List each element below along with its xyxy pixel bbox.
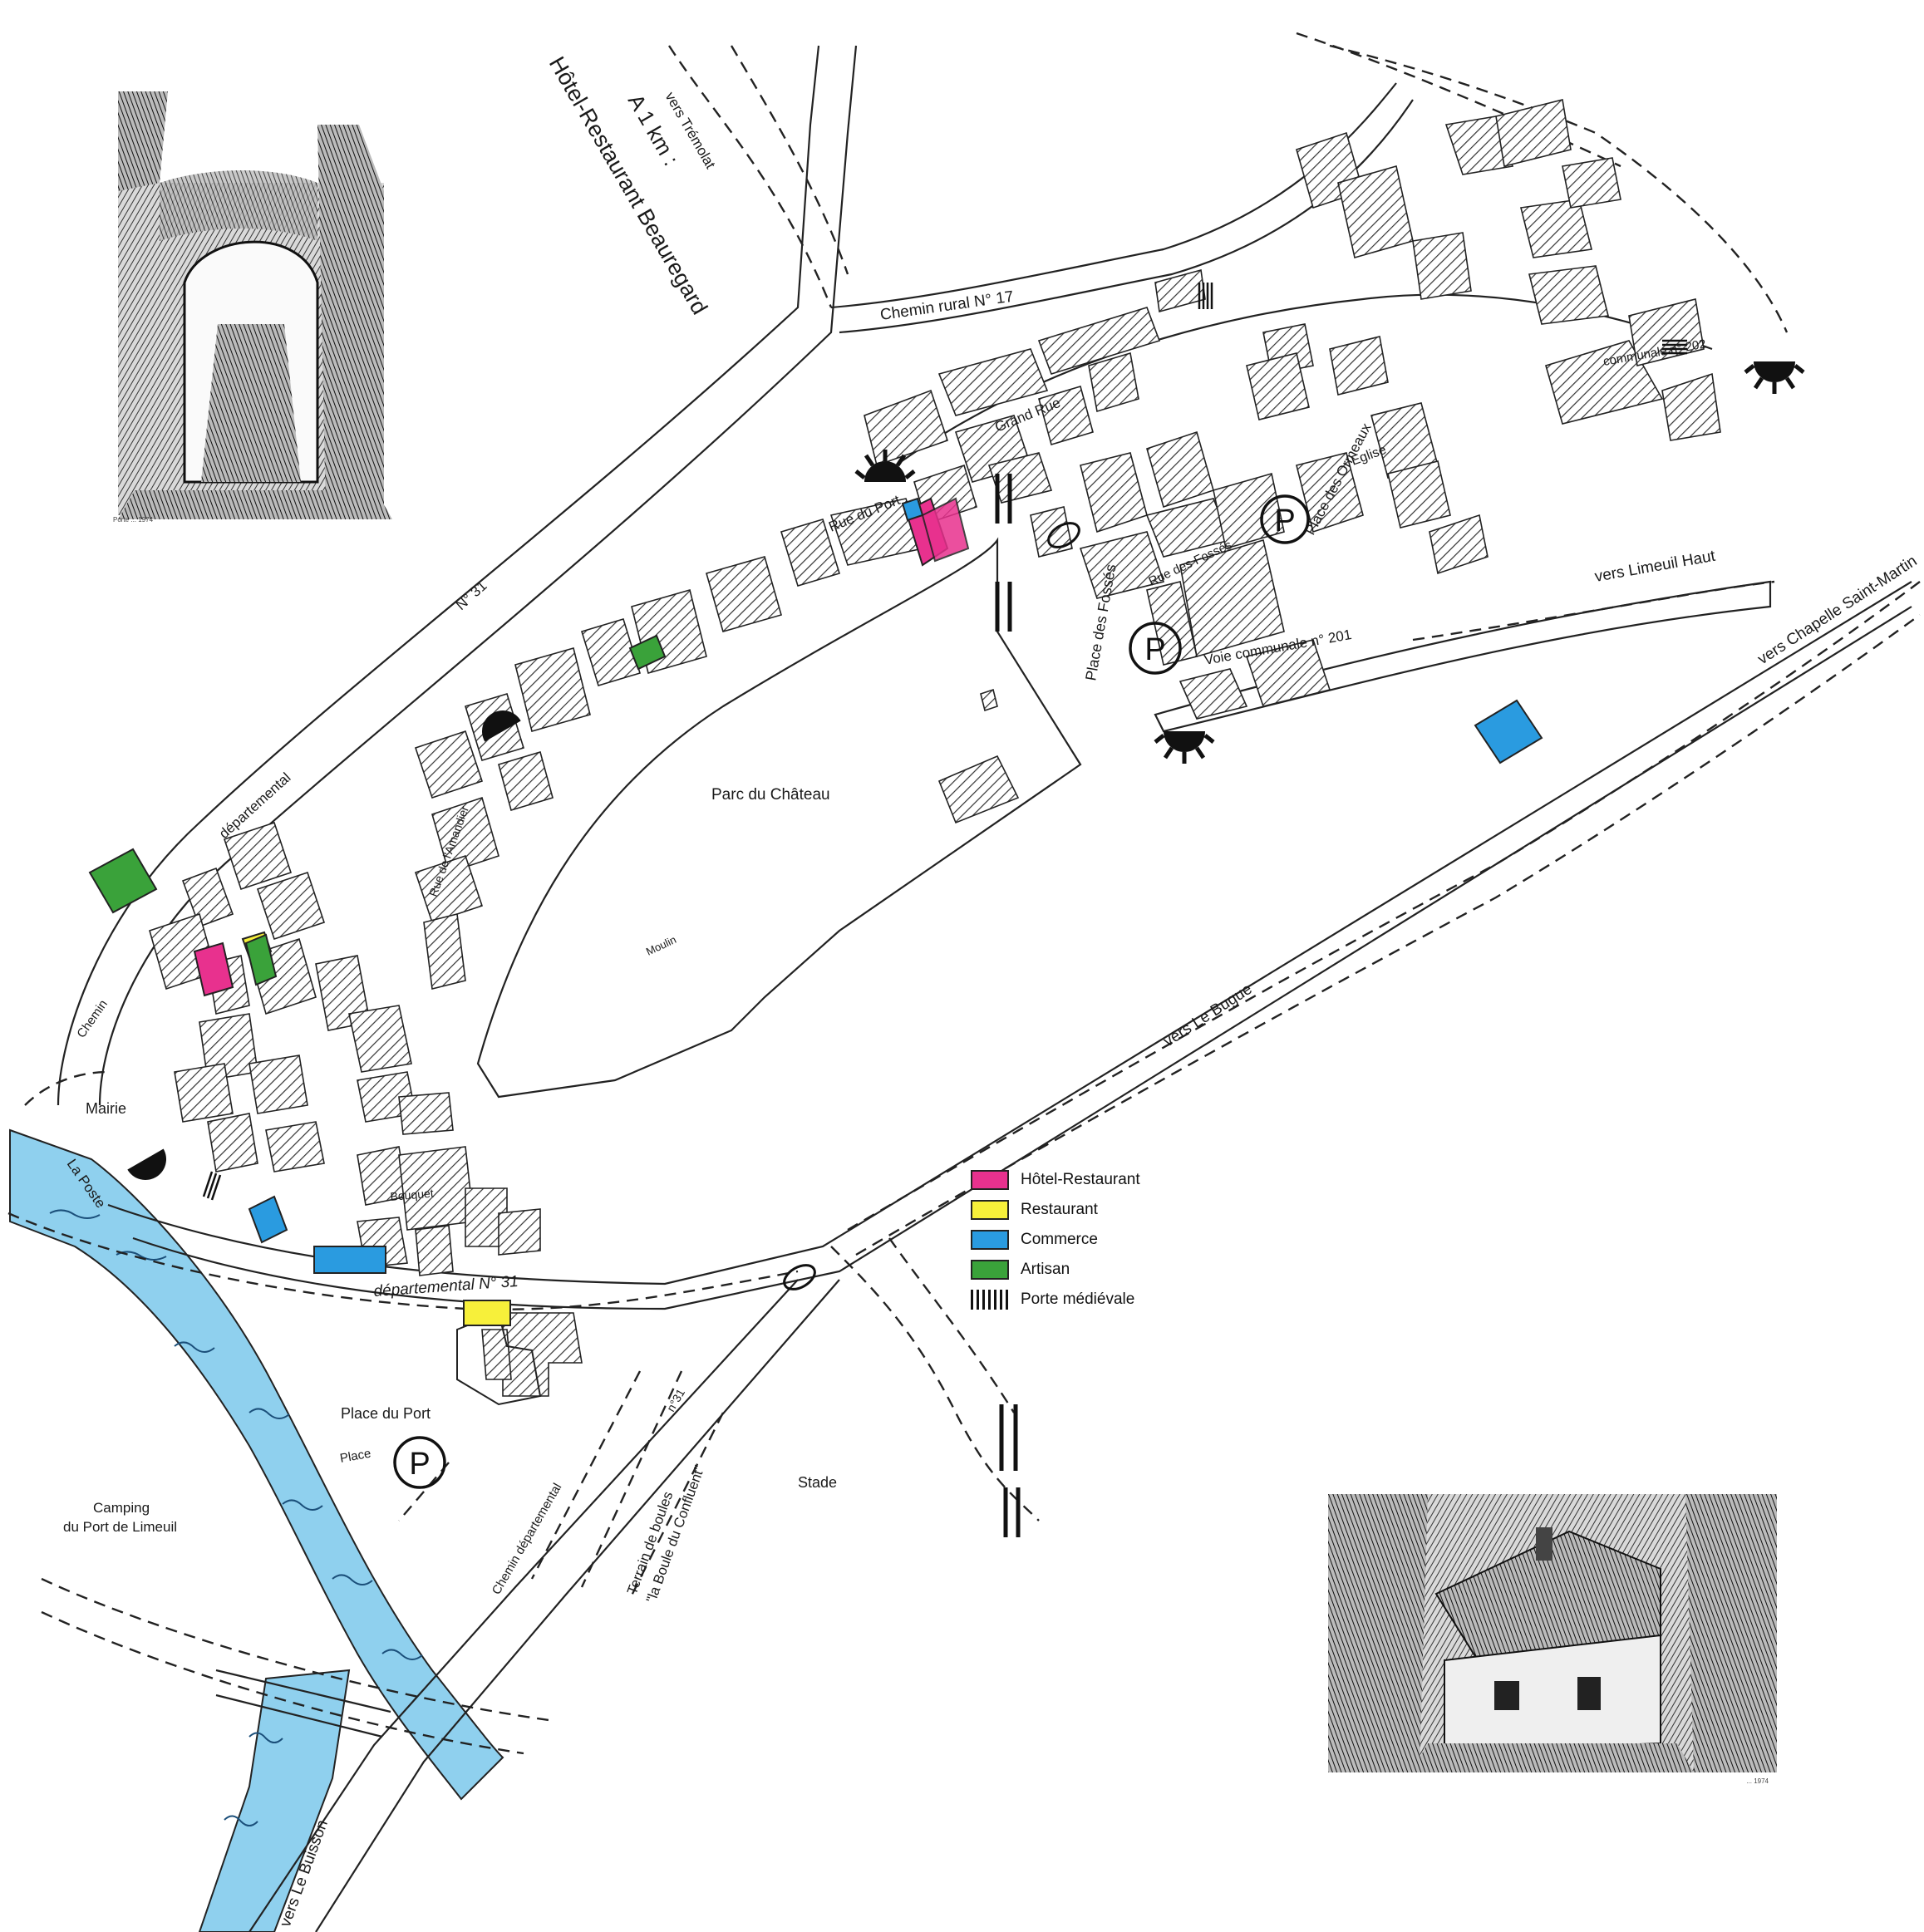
sun-rays — [854, 364, 1805, 764]
sketch-bottom-caption: ... 1974 — [1746, 1777, 1769, 1785]
vers-chapelle-label: vers Chapelle Saint-Martin — [1754, 553, 1920, 669]
commerce-block — [313, 1246, 386, 1274]
moulin-label: Moulin — [644, 933, 678, 958]
telephone-icon — [783, 522, 1080, 1290]
place-fosses-label: Place des Fossés — [1082, 563, 1119, 681]
legend-label: Hôtel-Restaurant — [1021, 1171, 1140, 1188]
sun-viewpoint-icon — [127, 361, 1795, 1180]
artisan-block — [88, 848, 158, 914]
hotel-restaurant-block — [921, 497, 970, 563]
legend-swatch-artisan — [971, 1260, 1009, 1280]
camping-label: Camping — [93, 1500, 150, 1516]
restaurant-block — [463, 1300, 511, 1326]
artisan-block — [244, 933, 278, 986]
poi-blocks — [88, 497, 1543, 1326]
chemin-dep-label: Chemin départemental — [490, 1481, 565, 1597]
artisan-block — [628, 634, 667, 671]
legend-item-hotel-restaurant: Hôtel-Restaurant — [971, 1165, 1187, 1195]
river-lower — [198, 1669, 351, 1932]
gate-marker — [202, 1171, 222, 1201]
legend-label: Commerce — [1021, 1231, 1098, 1248]
dashed-roads — [7, 32, 1921, 1755]
departemental-31-label: départemental N° 31 — [373, 1273, 519, 1300]
river-ripples — [49, 1209, 423, 1826]
legend-item-restaurant: Restaurant — [971, 1195, 1187, 1225]
legend-swatch-hotel-restaurant — [971, 1170, 1009, 1190]
parking-icon — [393, 494, 1310, 1489]
medieval-gates — [202, 283, 1687, 1201]
legend-swatch-commerce — [971, 1230, 1009, 1250]
hotel-name-label: Hôtel-Restaurant Beauregard — [544, 52, 712, 318]
vers-limeuil-haut-label: vers Limeuil Haut — [1593, 548, 1717, 586]
river — [9, 1128, 504, 1801]
parking-letter: P P P — [409, 504, 1295, 1482]
legend-label: Porte médiévale — [1021, 1290, 1135, 1308]
legend-item-commerce: Commerce — [971, 1225, 1187, 1255]
parc-label: Parc du Château — [711, 786, 830, 804]
commerce-block — [248, 1195, 288, 1244]
bouquet-label: Bouquet — [390, 1186, 434, 1202]
commerce-block — [1474, 699, 1543, 764]
gate-marker — [1662, 339, 1687, 355]
svg-text:P: P — [1274, 504, 1295, 538]
legend-swatch-medieval-gate — [971, 1290, 1009, 1310]
legend-swatch-restaurant — [971, 1200, 1009, 1220]
wc-icon — [995, 474, 1021, 1537]
map-legend: Hôtel-Restaurant Restaurant Commerce Art… — [971, 1165, 1187, 1315]
legend-item-artisan: Artisan — [971, 1255, 1187, 1285]
sketch-stone-house: ... 1974 — [1328, 1494, 1777, 1785]
roads — [57, 45, 1912, 1932]
svg-text:P: P — [409, 1447, 430, 1482]
camping-sub-label: du Port de Limeuil — [63, 1519, 177, 1535]
legend-label: Restaurant — [1021, 1201, 1098, 1218]
n31-short-label: n°31 — [664, 1386, 687, 1413]
commerce-block — [901, 497, 924, 522]
mairie-label: Mairie — [86, 1100, 126, 1117]
sketch-house-art — [1328, 1494, 1777, 1785]
n31-label: N° 31 — [453, 578, 490, 613]
place-word-label: Place — [339, 1447, 372, 1466]
sketch-gate-art — [110, 91, 401, 524]
gate-marker — [1198, 283, 1213, 309]
legend-label: Artisan — [1021, 1261, 1070, 1278]
place-port-label: Place du Port — [341, 1405, 431, 1422]
parc-boundary — [476, 537, 1082, 1099]
stade-label: Stade — [798, 1474, 837, 1491]
legend-item-medieval-gate: Porte médiévale — [971, 1285, 1187, 1315]
sketch-top-caption: Porte ... 1974 — [113, 516, 154, 524]
sketch-medieval-gate: Porte ... 1974 — [110, 91, 401, 524]
hotel-restaurant-block — [193, 941, 234, 997]
buildings — [149, 99, 1721, 1397]
vers-le-bugue-label: vers Le Bugue — [1160, 981, 1255, 1050]
svg-text:P: P — [1144, 632, 1165, 667]
